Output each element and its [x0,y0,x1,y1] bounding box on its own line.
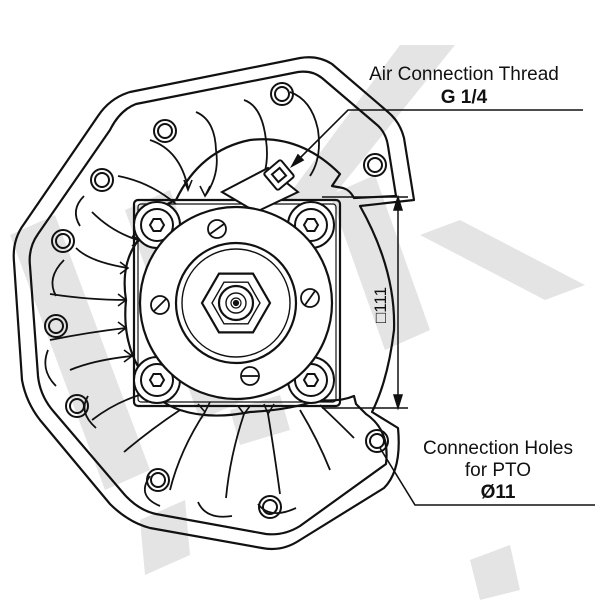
square-dimension-label: □111 [371,286,390,324]
connection-holes-diameter: Ø11 [480,482,516,503]
connection-holes-subtitle: for PTO [464,460,532,481]
central-hub [138,205,334,401]
connection-holes-title: Connection Holes [423,438,573,459]
hub-screws [150,219,320,386]
air-connection-block [219,159,300,214]
square-dimension: □111 [361,268,401,342]
air-connection-title: Air Connection Thread [369,64,559,85]
dimension-lines [322,194,408,411]
callout-lines [289,109,595,506]
perimeter-holes [44,82,389,519]
air-connection-thread-value: G 1/4 [440,87,488,108]
